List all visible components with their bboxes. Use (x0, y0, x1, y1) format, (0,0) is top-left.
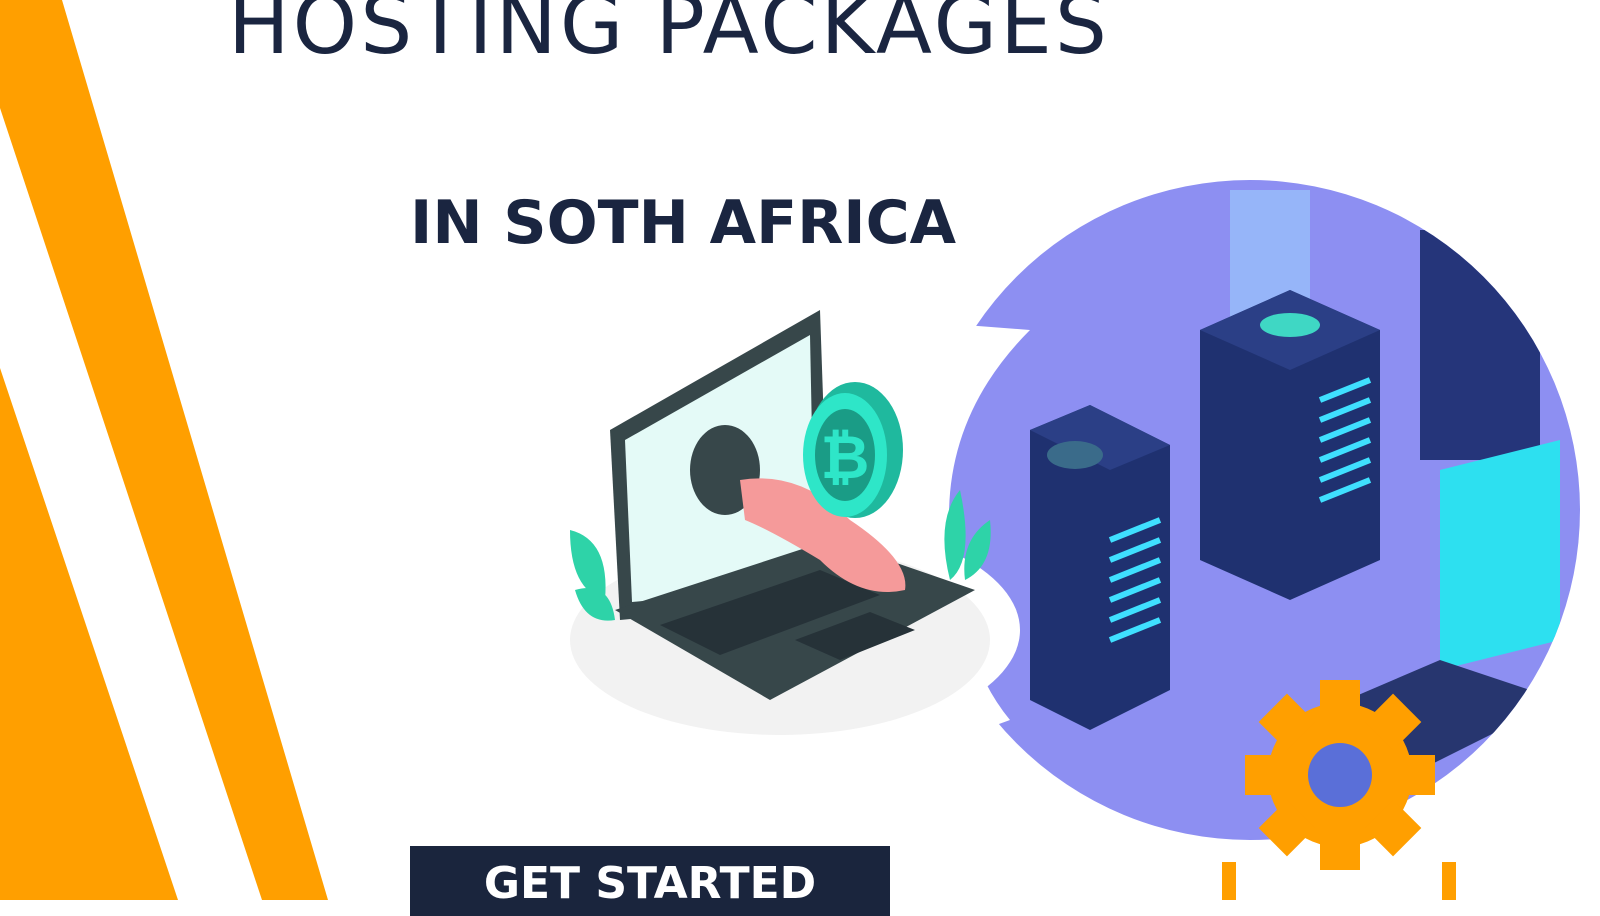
headline: HOSTING PACKAGES (228, 0, 1110, 73)
server-icon (1030, 405, 1170, 730)
bitcoin-icon: ₿ (803, 382, 903, 518)
server-icon (1200, 290, 1380, 600)
svg-text:₿: ₿ (821, 423, 870, 493)
get-started-button[interactable]: GET STARTED (410, 846, 890, 916)
orange-stripe-upper (0, 0, 328, 900)
orange-bracket-left (1222, 862, 1236, 900)
plant-left (570, 530, 615, 621)
orange-bracket-right (1442, 862, 1456, 900)
plant-right (944, 490, 991, 580)
subheadline: IN SOTH AFRICA (410, 188, 957, 258)
gear-icon (1245, 680, 1435, 870)
orange-stripe-lower (0, 368, 178, 900)
hand-with-coin (690, 425, 906, 592)
server-room-circle (920, 180, 1580, 840)
